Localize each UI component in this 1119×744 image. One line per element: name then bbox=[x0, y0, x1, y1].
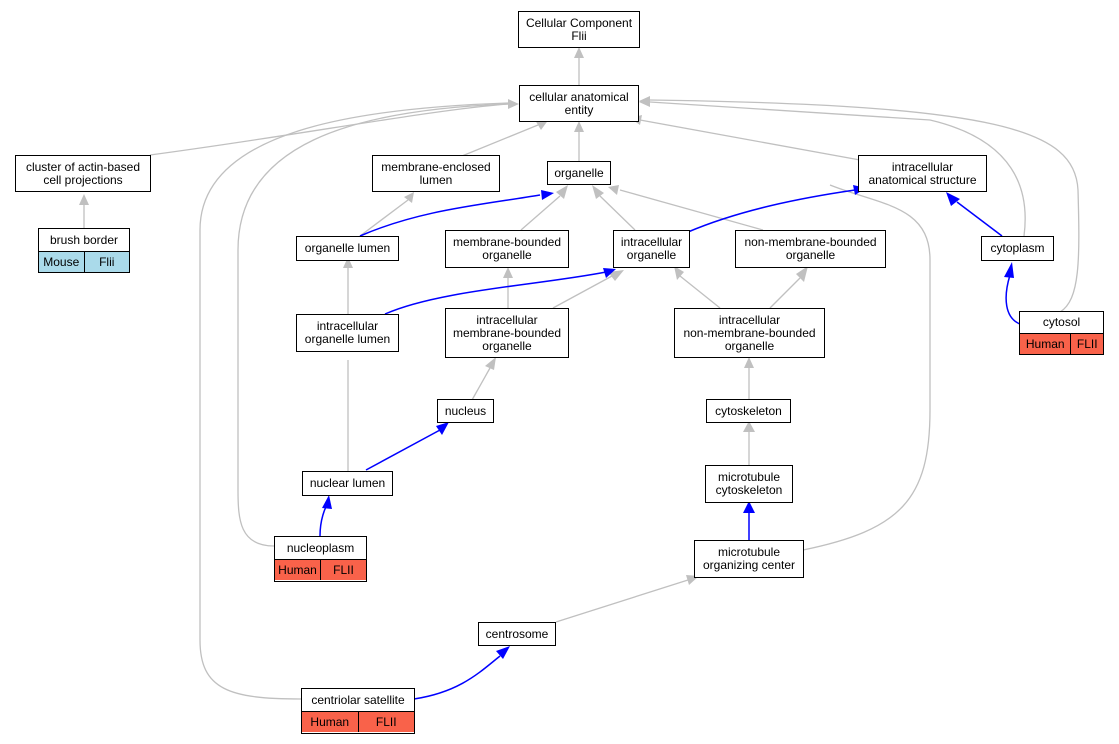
node-microtubule-cytoskeleton[interactable]: microtubule cytoskeleton bbox=[705, 465, 793, 503]
species-cell: Human bbox=[275, 560, 320, 580]
blue-edges bbox=[319, 189, 1021, 700]
edge-io-ias bbox=[687, 189, 856, 233]
node-microtubule-organizing-center[interactable]: microtubule organizing center bbox=[694, 540, 804, 578]
species-cell: Human bbox=[302, 712, 358, 732]
gene-cell: Flii bbox=[83, 252, 129, 272]
edge-olumen-organelle bbox=[359, 194, 541, 237]
edge-cytosol-cae bbox=[649, 99, 1080, 313]
gray-edges bbox=[83, 58, 1080, 700]
gene-cell: FLII bbox=[357, 712, 414, 732]
edge-cluster-cae bbox=[149, 103, 509, 156]
node-membrane-enclosed-lumen[interactable]: membrane-enclosed lumen bbox=[372, 155, 500, 192]
node-cytoplasm[interactable]: cytoplasm bbox=[981, 236, 1054, 261]
node-cluster-of-actin-based-cell-projections[interactable]: cluster of actin-based cell projections bbox=[15, 155, 151, 192]
nucleoplasm-annotation-row: Human FLII bbox=[275, 560, 366, 580]
node-organelle-lumen[interactable]: organelle lumen bbox=[296, 236, 399, 261]
edge-nlumen-nucleus bbox=[365, 429, 441, 471]
node-brush-border[interactable]: brush border Mouse Flii bbox=[38, 228, 130, 273]
node-intracellular-organelle[interactable]: intracellular organelle bbox=[613, 230, 690, 268]
edge-olumen-mel bbox=[359, 199, 409, 237]
gene-cell: FLII bbox=[320, 560, 366, 580]
node-intracellular-non-membrane-bounded-organelle[interactable]: intracellular non-membrane-bounded organ… bbox=[674, 308, 825, 358]
node-nuclear-lumen[interactable]: nuclear lumen bbox=[302, 471, 393, 496]
node-intracellular-membrane-bounded-organelle[interactable]: intracellular membrane-bounded organelle bbox=[445, 308, 569, 358]
edge-cytoplasm-ias bbox=[956, 201, 1003, 237]
node-centrosome[interactable]: centrosome bbox=[478, 622, 556, 646]
edge-cytoplasm-cae bbox=[649, 101, 1026, 237]
edge-mbo-organelle bbox=[520, 195, 561, 231]
edge-iol-io bbox=[384, 271, 607, 315]
edge-centrosome-mtoc bbox=[555, 579, 689, 623]
node-membrane-bounded-organelle[interactable]: membrane-bounded organelle bbox=[445, 230, 569, 268]
blue-arrowheads bbox=[322, 185, 1014, 659]
species-cell: Human bbox=[1020, 334, 1071, 354]
centriolar-satellite-annotation-row: Human FLII bbox=[302, 712, 414, 732]
gene-cell: FLII bbox=[1070, 334, 1103, 354]
edge-centriolar-cae bbox=[199, 102, 509, 700]
edge-inmbo-io bbox=[679, 275, 721, 309]
edge-imbo-io bbox=[552, 275, 613, 309]
edge-mel-cae bbox=[461, 124, 539, 157]
edge-centriolar-centrosome bbox=[413, 655, 501, 700]
cytosol-label: cytosol bbox=[1020, 312, 1103, 334]
edge-inmbo-nmbo bbox=[769, 277, 801, 309]
node-cytosol[interactable]: cytosol Human FLII bbox=[1019, 311, 1104, 355]
edge-ias-cae bbox=[639, 119, 861, 161]
edge-nmbo-organelle bbox=[619, 189, 764, 231]
edge-inmbo-cae bbox=[802, 184, 931, 551]
node-centriolar-satellite[interactable]: centriolar satellite Human FLII bbox=[301, 688, 415, 734]
node-cellular-anatomical-entity[interactable]: cellular anatomical entity bbox=[519, 85, 639, 122]
node-non-membrane-bounded-organelle[interactable]: non-membrane-bounded organelle bbox=[735, 230, 886, 268]
edge-cytosol-cytoplasm bbox=[1005, 274, 1021, 325]
edge-io-organelle bbox=[599, 195, 636, 231]
node-nucleus[interactable]: nucleus bbox=[437, 399, 494, 423]
node-intracellular-anatomical-structure[interactable]: intracellular anatomical structure bbox=[858, 155, 987, 192]
node-cytoskeleton[interactable]: cytoskeleton bbox=[706, 399, 791, 423]
brush-border-annotation-row: Mouse Flii bbox=[39, 252, 129, 272]
brush-border-label: brush border bbox=[39, 229, 129, 252]
edge-nucleus-imbo bbox=[471, 367, 491, 401]
edge-nucleoplasm-cae bbox=[237, 103, 509, 547]
cytosol-annotation-row: Human FLII bbox=[1020, 334, 1103, 354]
centriolar-satellite-label: centriolar satellite bbox=[302, 689, 414, 712]
species-cell: Mouse bbox=[39, 252, 84, 272]
nucleoplasm-label: nucleoplasm bbox=[275, 537, 366, 560]
node-cellular-component[interactable]: Cellular Component Flii bbox=[518, 11, 640, 48]
edge-nucleoplasm-nlumen bbox=[319, 503, 329, 537]
node-nucleoplasm[interactable]: nucleoplasm Human FLII bbox=[274, 536, 367, 582]
node-intracellular-organelle-lumen[interactable]: intracellular organelle lumen bbox=[296, 314, 399, 352]
node-organelle[interactable]: organelle bbox=[547, 161, 611, 185]
